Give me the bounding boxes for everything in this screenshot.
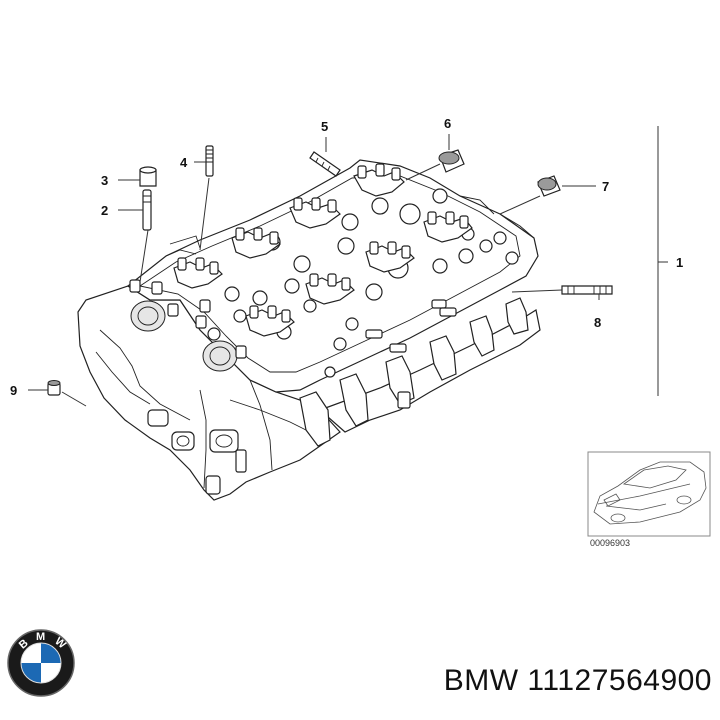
logo-blue-quadrant-bottom xyxy=(21,663,41,683)
bmw-roundel-icon: B M W xyxy=(7,629,75,697)
valve-gear-cluster xyxy=(129,163,473,359)
plug-part-9 xyxy=(47,380,61,396)
callout-9: 9 xyxy=(10,383,17,398)
callout-3: 3 xyxy=(101,173,108,188)
callout-1: 1 xyxy=(676,255,683,270)
car-outline-icon xyxy=(593,461,707,525)
callout-labels: 1 2 3 4 5 6 7 8 9 xyxy=(10,116,683,398)
part-number-title: BMW 11127564900 xyxy=(443,664,712,697)
callout-5: 5 xyxy=(321,119,328,134)
plug-part-7 xyxy=(537,175,561,197)
callout-2: 2 xyxy=(101,203,108,218)
sleeve-part-3 xyxy=(139,166,157,187)
callout-8: 8 xyxy=(594,315,601,330)
logo-letter-m: M xyxy=(36,631,45,643)
plug-part-6 xyxy=(438,149,465,173)
stud-part-8 xyxy=(561,285,613,295)
callout-6: 6 xyxy=(444,116,451,131)
stud-part-4 xyxy=(205,145,214,177)
callout-4: 4 xyxy=(180,155,188,170)
callout-7: 7 xyxy=(602,179,609,194)
vehicle-thumbnail: 00096903 xyxy=(587,451,711,548)
cylinder-head-drawing xyxy=(77,159,541,501)
bolt-part-2 xyxy=(142,189,152,231)
leader-lines xyxy=(28,126,668,407)
pin-part-5 xyxy=(309,151,341,177)
thumbnail-code: 00096903 xyxy=(590,538,630,548)
logo-blue-quadrant-top xyxy=(41,643,61,663)
